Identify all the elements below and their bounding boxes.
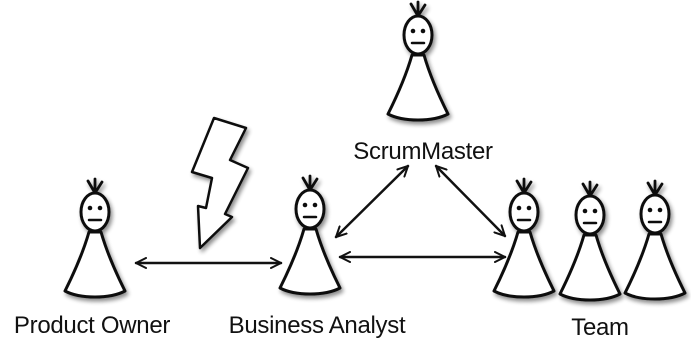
business-analyst-figure-icon [278,174,342,296]
business-analyst-label: Business Analyst [228,312,406,339]
product-owner-figure-icon [63,177,127,299]
scrummaster-figure-icon [386,0,450,122]
product-owner-label: Product Owner [13,312,171,339]
arrow-scrummaster-team [434,164,507,238]
team-member-2-figure-icon [558,180,622,302]
lightning-bolt-icon [190,116,250,250]
team-label: Team [571,314,629,341]
team-member-1-figure-icon [492,177,556,299]
arrow-business-analyst-scrummaster [334,164,410,239]
scrummaster-label: ScrumMaster [353,138,493,165]
team-member-3-figure-icon [623,179,687,301]
